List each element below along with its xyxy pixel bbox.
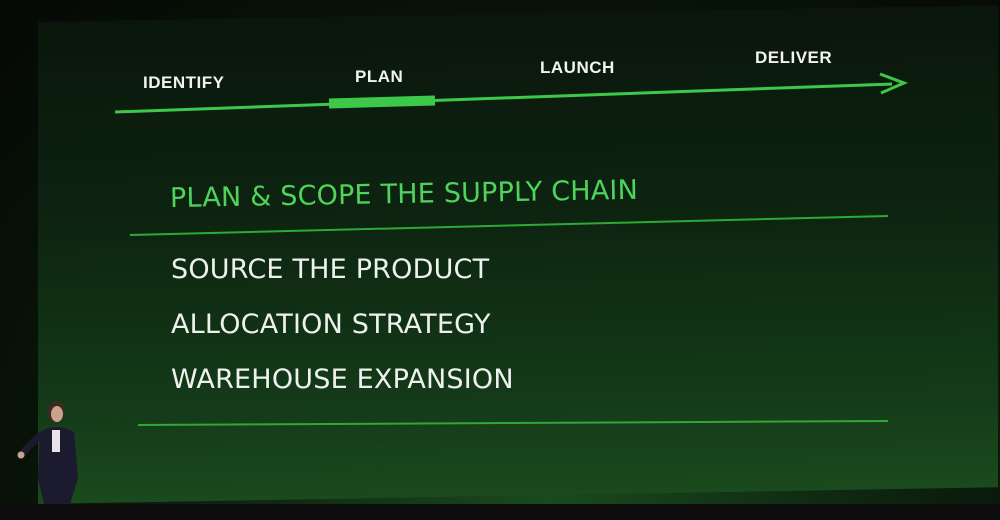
timeline-active-marker [328, 95, 436, 109]
bottom-divider [137, 420, 889, 426]
timeline-stage-identify: IDENTIFY [143, 73, 225, 92]
timeline-stage-launch: LAUNCH [540, 58, 615, 77]
timeline-arrow-icon [879, 72, 908, 95]
timeline-stage-plan: PLAN [355, 67, 404, 86]
list-item: WAREHOUSE EXPANSION [171, 364, 514, 395]
timeline-stage-deliver: DELIVER [755, 48, 833, 67]
timeline-line [114, 82, 893, 114]
bottom-bar [0, 504, 1000, 520]
heading-divider [129, 215, 889, 236]
list-item: SOURCE THE PRODUCT [171, 254, 490, 285]
presenter-figure [17, 401, 78, 504]
list-item: ALLOCATION STRATEGY [171, 309, 491, 340]
